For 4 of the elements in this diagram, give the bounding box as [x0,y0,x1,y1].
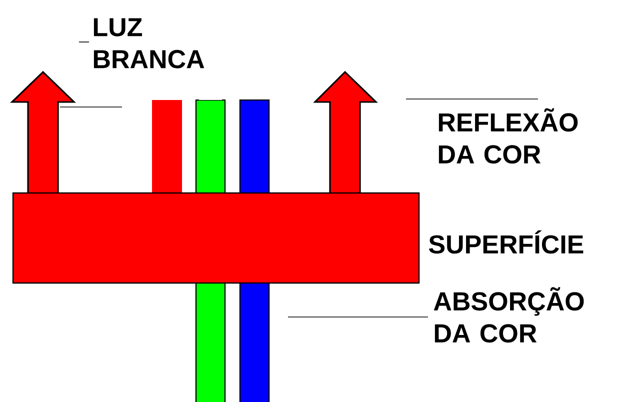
label: ABSORÇÃO DA COR [434,287,584,343]
label: REFLEXÃO DA COR [438,108,578,164]
label: SUPERFÍCIE [428,230,584,254]
label: LUZ BRANCA [94,18,204,68]
